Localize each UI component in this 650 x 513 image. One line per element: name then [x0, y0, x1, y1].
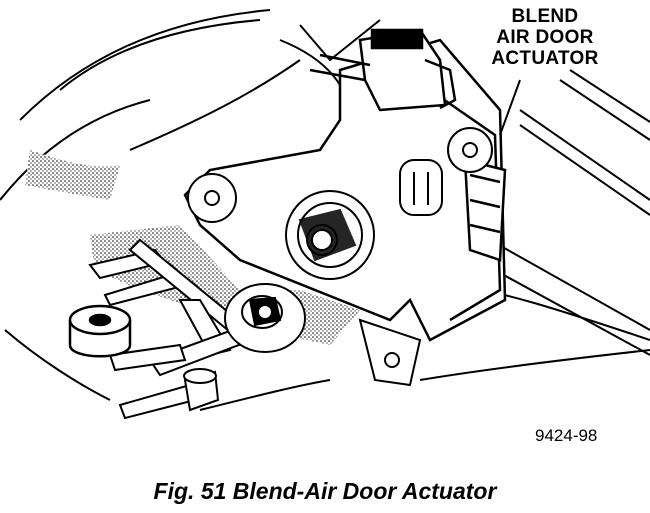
figure-caption: Fig. 51 Blend-Air Door Actuator — [153, 478, 497, 504]
electrical-connector — [309, 28, 457, 112]
drive-socket — [285, 190, 375, 280]
spacer-cylinder — [68, 304, 132, 358]
callout-line-2: AIR DOOR — [496, 27, 594, 48]
housing-outline — [0, 9, 650, 411]
actuator-illustration — [0, 9, 650, 420]
callout-line-3: ACTUATOR — [491, 48, 599, 69]
actuator-body — [183, 38, 507, 342]
shadow-area — [25, 150, 120, 200]
part-number: 9424-98 — [535, 426, 598, 445]
gear-hub — [224, 283, 306, 353]
callout-line-1: BLEND — [511, 6, 579, 27]
mounting-bracket — [479, 69, 650, 356]
mounting-ear — [187, 127, 493, 387]
latch-slot — [399, 159, 443, 216]
callout-leader — [499, 79, 521, 136]
callout-label: BLEND AIR DOOR ACTUATOR — [470, 6, 620, 69]
pivot-post — [183, 368, 220, 412]
